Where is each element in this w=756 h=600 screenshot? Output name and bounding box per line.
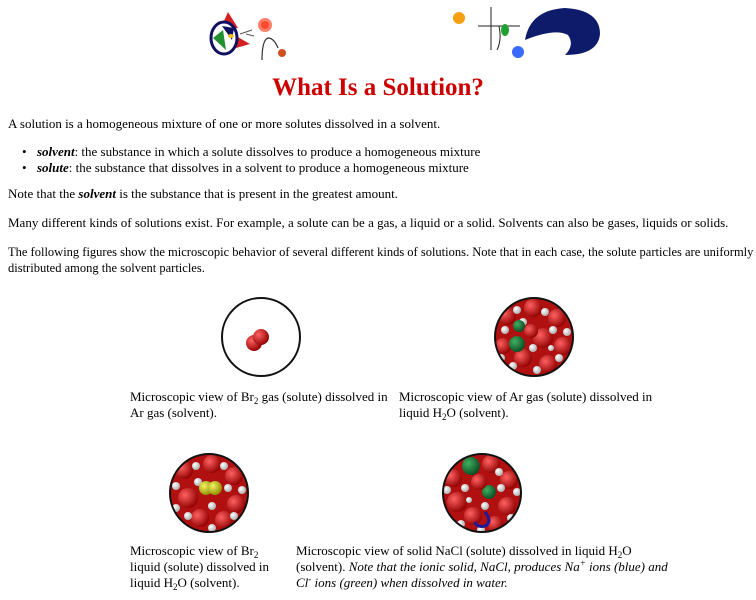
note-paragraph: Note that the solvent is the substance t… <box>8 186 398 201</box>
banner-artwork <box>209 7 600 61</box>
term-solvent: solvent <box>37 144 75 159</box>
moon-shape-icon <box>525 8 600 55</box>
definition-item-solvent: solvent: the substance in which a solute… <box>22 144 480 160</box>
abstract-figure-left-icon <box>209 12 255 56</box>
kinds-paragraph: Many different kinds of solutions exist.… <box>8 215 729 230</box>
definition-item-solute: solute: the substance that dissolves in … <box>22 160 480 176</box>
caption-ar-gas: Microscopic view of Ar gas (solute) diss… <box>399 389 653 422</box>
caption-br2-gas: Microscopic view of Br2 gas (solute) dis… <box>130 389 388 420</box>
figures-intro-paragraph: The following figures show the microscop… <box>8 245 754 275</box>
yellow-dot-icon <box>453 12 465 24</box>
figure-nacl-in-water <box>442 453 522 533</box>
term-solute: solute <box>37 160 69 175</box>
intro-paragraph: A solution is a homogeneous mixture of o… <box>8 116 441 131</box>
page-title: What Is a Solution? <box>272 74 484 101</box>
figure-br2-liquid-in-water <box>169 453 249 533</box>
definition-list: solvent: the substance in which a solute… <box>22 144 480 176</box>
figure-ar-gas-in-water <box>494 297 574 377</box>
blue-dot-icon <box>512 46 524 58</box>
figure-br2-gas-in-ar-gas <box>221 297 301 377</box>
caption-nacl: Microscopic view of solid NaCl (solute) … <box>296 543 668 590</box>
